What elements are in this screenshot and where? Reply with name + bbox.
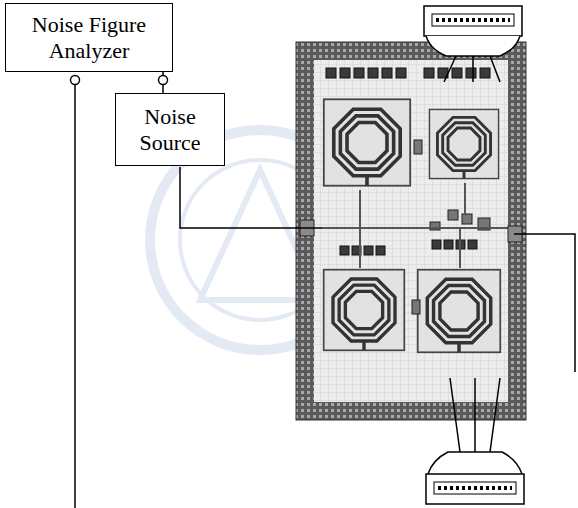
port-circle — [71, 76, 80, 85]
instrument-box: Noise Figure Analyzer — [5, 3, 173, 72]
chip-layout — [296, 42, 526, 420]
probe-connector — [424, 6, 522, 82]
node-label: Noise Figure Analyzer — [14, 12, 164, 63]
port-circle — [159, 76, 168, 85]
cable — [75, 85, 575, 508]
probe-connector — [426, 378, 524, 504]
node-label: Noise Source — [124, 104, 216, 155]
source-box: Noise Source — [115, 93, 225, 166]
